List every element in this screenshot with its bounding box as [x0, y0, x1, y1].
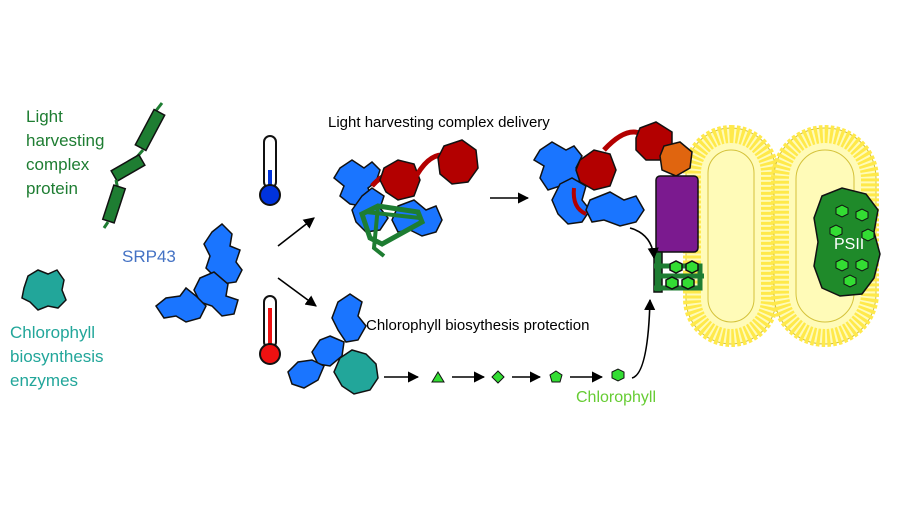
thermometer-cold-icon — [259, 135, 281, 206]
chlorophyll-hexagon-icon — [611, 368, 625, 382]
intermediate-pentagon-icon — [549, 370, 563, 383]
protection-complex — [287, 293, 379, 395]
membrane-complex — [532, 121, 704, 293]
psii-label: PSII — [834, 236, 864, 253]
enzymes-label: Chlorophyll biosynthesis enzymes — [10, 323, 108, 390]
thermometer-hot-icon — [259, 295, 281, 365]
enzyme-icon — [21, 269, 67, 311]
protection-label: Chlorophyll biosythesis protection — [366, 317, 589, 334]
lhc-protein-label: Light harvesting complex protein — [26, 107, 109, 198]
arrow-to-delivery — [277, 217, 315, 247]
chlorophyll-label: Chlorophyll — [576, 389, 656, 406]
chlorophyll-pathway — [384, 368, 625, 384]
intermediate-triangle-icon — [431, 371, 445, 383]
srp43-label: SRP43 — [122, 247, 176, 266]
psii-complex: PSII — [813, 187, 881, 297]
intermediate-diamond-icon — [491, 370, 505, 384]
lhc-protein-icon — [101, 102, 166, 229]
delivery-label: Light harvesting complex delivery — [328, 114, 550, 131]
arrow-chlorophyll-up — [631, 298, 656, 379]
srp43-icon — [154, 222, 243, 323]
arrow-insertion-down — [629, 227, 659, 260]
arrow-to-protection — [277, 277, 317, 307]
delivery-complex — [333, 139, 479, 258]
